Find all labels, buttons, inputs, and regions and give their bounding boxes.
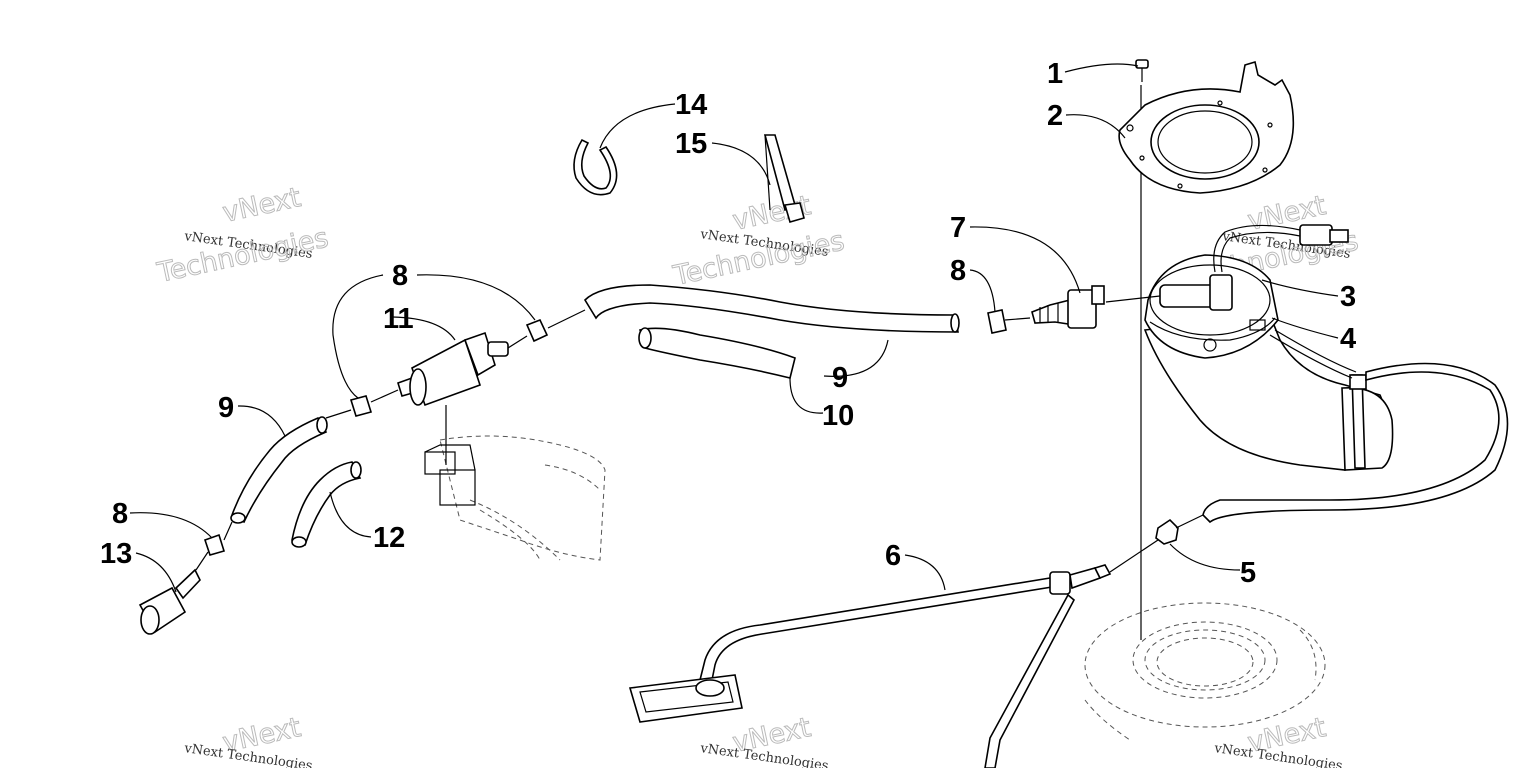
hose-clamp-8-left-lower [203,533,226,556]
callout-7: 7 [950,212,966,244]
assembly-lines [195,295,1204,573]
callout-14: 14 [675,89,707,121]
hose-clamp-8-center [525,318,549,343]
watermark-top-center: vNext vNext Technologies Technologies [670,190,848,293]
hose-clamp-8-left-upper [349,395,373,417]
callout-2: 2 [1047,100,1063,132]
ghost-tank-opening [1084,602,1326,741]
callout-1: 1 [1047,58,1063,90]
callout-4: 4 [1340,323,1356,355]
svg-text:Technologies: Technologies [154,222,331,289]
watermark-top-left: vNext vNext Technologies Technologies [154,182,332,290]
callout-8-right: 8 [950,255,966,287]
callout-10: 10 [822,400,854,432]
watermark-bottom-center: vNext vNext Technologies [698,712,829,768]
watermark-bottom-left: vNext vNext Technologies [182,712,313,768]
callout-9-right: 9 [832,362,848,394]
callout-13: 13 [100,538,132,570]
callout-9-left: 9 [218,392,234,424]
hose-clamp-8-right [987,309,1007,334]
fuel-hose-9-left [230,416,328,524]
callout-12: 12 [373,522,405,554]
hose-clamp-5 [1155,518,1179,545]
svg-text:vNext: vNext [220,182,304,229]
callout-11: 11 [383,303,414,335]
retainer-plate [1118,60,1295,194]
callout-5: 5 [1240,557,1256,589]
fuel-hose-10 [638,327,796,379]
watermark-bottom-right: vNext vNext Technologies [1212,712,1343,768]
callout-3: 3 [1340,281,1356,313]
vent-hose-assembly [628,564,1112,768]
fuel-hose-12 [291,461,362,548]
callout-15: 15 [675,128,707,160]
screw [1135,59,1149,82]
ghost-bracket-assembly [424,435,606,561]
fuel-filter [397,331,509,407]
fuel-hose-9-main [583,284,960,333]
callout-8-left: 8 [112,498,128,530]
callout-6: 6 [885,540,901,572]
leader-lines [129,63,1339,593]
quick-connector-13 [138,568,201,635]
callout-8-center: 8 [392,260,408,292]
quick-connector-7 [1031,285,1105,329]
spring-clamp [573,138,618,196]
fuel-pump-assembly [1143,224,1509,524]
cable-tie-clip [763,134,805,223]
